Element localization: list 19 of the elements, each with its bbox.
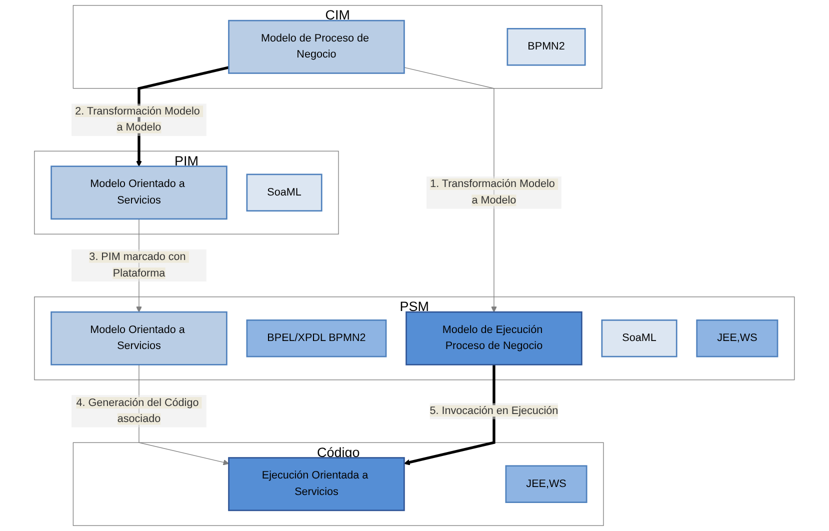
- node-box: JEE,WS: [505, 465, 588, 503]
- node-box: Modelo de Proceso de Negocio: [228, 20, 405, 74]
- node-box: BPMN2: [506, 28, 586, 66]
- node-box: JEE,WS: [696, 319, 778, 358]
- edge-label: 2. Transformación Modelo a Modelo: [75, 106, 200, 134]
- arrow: [136, 66, 230, 167]
- edge-label: 1. Transformación Modelo a Modelo: [430, 178, 555, 206]
- node-box: Modelo Orientado a Servicios: [50, 166, 228, 220]
- node-box: Modelo Orientado a Servicios: [50, 311, 228, 366]
- arrow: [404, 364, 496, 466]
- edge-label: 3. PIM marcado con Plataforma: [89, 251, 186, 279]
- node-box: Ejecución Orientada a Servicios: [228, 457, 405, 512]
- node-box: SoaML: [246, 174, 322, 212]
- node-box: SoaML: [601, 319, 678, 358]
- node-box: Modelo de Ejecución Proceso de Negocio: [406, 311, 582, 366]
- edge-label: 4. Generación del Código asociado: [76, 397, 199, 425]
- arrow: [404, 67, 498, 312]
- edge-label: 5. Invocación en Ejecución: [430, 405, 558, 417]
- node-box: BPEL/XPDL BPMN2: [246, 319, 387, 358]
